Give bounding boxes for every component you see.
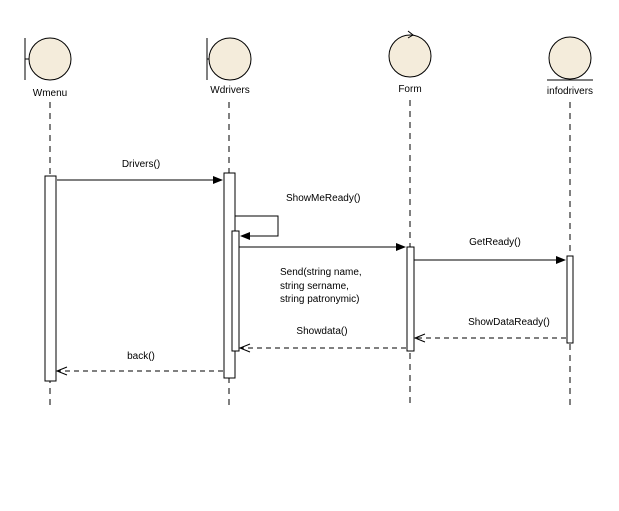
message-showdata[interactable]: Showdata(): [238, 326, 406, 353]
participant-label-wdrivers: Wdrivers: [210, 85, 249, 96]
message-back[interactable]: back(): [55, 351, 223, 376]
message-showmeready[interactable]: ShowMeReady(): [235, 193, 360, 240]
message-getready[interactable]: GetReady(): [414, 237, 566, 264]
activation-wdrivers-nested: [231, 230, 240, 352]
activation-wmenu: [44, 175, 57, 382]
activation-infodrivers: [566, 255, 574, 344]
message-label-showdataready: ShowDataReady(): [468, 317, 550, 328]
arrowhead-icon: [213, 176, 223, 184]
message-label-drivers: Drivers(): [122, 159, 160, 170]
arrowhead-icon: [396, 243, 406, 251]
participant-wmenu[interactable]: Wmenu: [24, 37, 72, 99]
message-label-showdata: Showdata(): [296, 326, 347, 337]
message-label-getready: GetReady(): [469, 237, 521, 248]
boundary-icon: [24, 37, 72, 81]
open-arrowhead-icon: [238, 343, 251, 353]
control-icon: [388, 30, 432, 78]
participant-label-form: Form: [398, 84, 421, 95]
message-send[interactable]: Send(string name, string sername, string…: [239, 243, 406, 305]
participant-infodrivers[interactable]: infodrivers: [547, 36, 593, 97]
open-arrowhead-icon: [413, 333, 426, 343]
activation-form: [406, 246, 415, 352]
participant-label-infodrivers: infodrivers: [547, 86, 593, 97]
arrowhead-icon: [556, 256, 566, 264]
participant-label-wmenu: Wmenu: [33, 88, 67, 99]
message-drivers[interactable]: Drivers(): [57, 159, 223, 184]
open-arrowhead-icon: [55, 366, 68, 376]
participant-form[interactable]: Form: [388, 30, 432, 95]
message-showdataready[interactable]: ShowDataReady(): [413, 317, 566, 343]
entity-icon: [547, 36, 593, 81]
message-label-send-line-2: string sername,: [280, 281, 349, 292]
arrowhead-icon: [240, 232, 250, 240]
message-label-showmeready: ShowMeReady(): [286, 193, 360, 204]
message-label-back: back(): [127, 351, 155, 362]
participant-wdrivers[interactable]: Wdrivers: [206, 37, 252, 96]
boundary-icon: [206, 37, 252, 81]
message-label-send-line-3: string patronymic): [280, 294, 359, 305]
message-label-send-line-1: Send(string name,: [280, 267, 362, 278]
